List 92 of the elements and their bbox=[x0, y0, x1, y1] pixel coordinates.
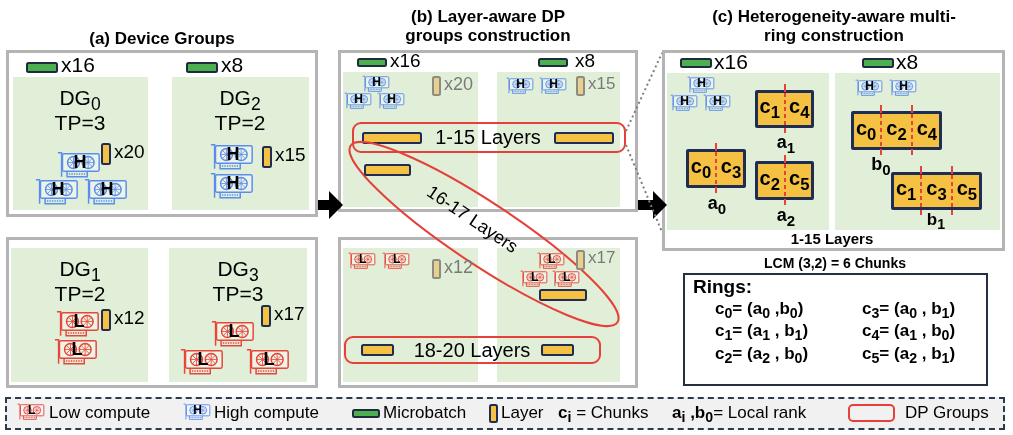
chunk-label: c$_{0}$ bbox=[855, 116, 877, 145]
group-panel bbox=[172, 77, 309, 210]
legend-label: DP Groups bbox=[905, 404, 989, 423]
card-letter: L bbox=[392, 252, 401, 266]
legend-label: Low compute bbox=[49, 404, 151, 423]
count-label: x8 bbox=[896, 50, 919, 74]
chunk-label: c$_{4}$ bbox=[789, 95, 810, 123]
card-letter: L bbox=[73, 311, 85, 332]
card-letter: H bbox=[100, 179, 114, 200]
count-label: x8 bbox=[221, 53, 244, 77]
chunk-label: c$_{5}$ bbox=[789, 166, 810, 195]
rank-label: b$_{1}$ bbox=[926, 211, 946, 233]
ring-formula: c$_{1}$= (a$_{1}$ , b$_{1}$) bbox=[715, 322, 809, 344]
chunk-label: c$_{2}$ bbox=[886, 116, 907, 145]
chunk-label: c$_{4}$ bbox=[916, 116, 937, 145]
dotted-line bbox=[625, 144, 663, 233]
card-letter: L bbox=[547, 252, 556, 266]
block-arrow bbox=[318, 191, 343, 219]
dp-group-outline bbox=[352, 122, 626, 153]
card-letter: H bbox=[549, 77, 558, 91]
dp-group-outline bbox=[344, 336, 601, 364]
card-letter: L bbox=[562, 270, 571, 284]
dotted-line bbox=[625, 52, 663, 132]
card-letter: L bbox=[358, 252, 367, 266]
count-label: x15 bbox=[588, 75, 616, 94]
card-letter: H bbox=[226, 144, 240, 165]
chunk-label: c$_{1}$ bbox=[759, 95, 780, 123]
lcm-note: LCM (3,2) = 6 Chunks bbox=[764, 256, 906, 272]
layer-range-label: 18-20 Layers bbox=[413, 339, 531, 361]
card-letter: H bbox=[354, 92, 363, 106]
rings-heading: Rings: bbox=[693, 277, 753, 298]
count-label: x8 bbox=[575, 51, 596, 72]
card-letter: H bbox=[899, 79, 908, 93]
panel-heading: (c) Heterogeneity-aware multi-ring construction bbox=[711, 8, 957, 46]
layer-range-label: 1-15 Layers bbox=[435, 126, 541, 148]
legend-label: Layer bbox=[501, 404, 544, 423]
card-letter: H bbox=[865, 79, 874, 93]
card-letter: H bbox=[713, 94, 722, 108]
panel-heading: (a) Device Groups bbox=[89, 30, 235, 49]
chunk-label: c$_{2}$ bbox=[759, 166, 780, 195]
count-label: x15 bbox=[275, 145, 306, 166]
panel-heading: (b) Layer-aware DP groups construction bbox=[404, 8, 572, 46]
count-label: x20 bbox=[114, 142, 145, 163]
card-letter: H bbox=[697, 76, 706, 90]
group-panel bbox=[835, 73, 1000, 230]
group-panel bbox=[667, 73, 829, 230]
ring-formula: c$_{2}$= (a$_{2}$ , b$_{0}$) bbox=[715, 345, 809, 367]
rank-label: a$_{0}$ bbox=[707, 194, 727, 218]
ring-formula: c$_{4}$= (a$_{1}$ , b$_{0}$) bbox=[862, 322, 956, 344]
legend-label: High compute bbox=[214, 404, 319, 423]
count-label: x17 bbox=[588, 249, 616, 268]
ring-formula: c$_{3}$= (a$_{0}$ , b$_{1}$) bbox=[862, 300, 956, 322]
count-label: x16 bbox=[390, 51, 421, 72]
card-letter: H bbox=[680, 94, 689, 108]
chunk-label: c$_{3}$ bbox=[926, 177, 947, 205]
rank-label: a$_{2}$ bbox=[776, 206, 796, 230]
card-letter: H bbox=[387, 92, 396, 106]
group-panel bbox=[169, 248, 307, 382]
card-letter: H bbox=[193, 403, 202, 417]
card-letter: H bbox=[51, 179, 65, 200]
card-letter: H bbox=[226, 173, 240, 194]
layer-range-label: 1-15 Layers bbox=[790, 231, 874, 248]
ring-formula: c$_{0}$= (a$_{0}$ ,b$_{0}$) bbox=[715, 300, 804, 322]
legend-label: Microbatch bbox=[383, 404, 467, 423]
card-letter: L bbox=[27, 403, 36, 417]
card-letter: L bbox=[197, 349, 209, 370]
count-label: x12 bbox=[444, 258, 474, 278]
count-label: x20 bbox=[444, 75, 474, 95]
count-label: x16 bbox=[714, 50, 748, 74]
legend-label: a$_{i}$ ,b$_{0}$= Local rank bbox=[672, 404, 807, 426]
card-letter: H bbox=[372, 75, 381, 89]
rank-label: a$_{1}$ bbox=[776, 133, 796, 157]
legend-label: c$_{i}$ = Chunks bbox=[558, 404, 649, 426]
block-arrow bbox=[638, 191, 667, 219]
card-letter: L bbox=[71, 339, 83, 360]
ring-formula: c$_{5}$= (a$_{2}$ , b$_{1}$) bbox=[862, 345, 956, 367]
chunk-label: c$_{5}$ bbox=[956, 177, 977, 205]
card-letter: H bbox=[73, 152, 87, 173]
card-letter: L bbox=[263, 349, 275, 370]
card-letter: L bbox=[530, 270, 539, 284]
group-panel bbox=[13, 77, 148, 210]
panel-frame bbox=[6, 237, 318, 388]
chunk-label: c$_{3}$ bbox=[720, 154, 742, 183]
chunk-label: c$_{1}$ bbox=[895, 177, 917, 205]
card-letter: H bbox=[516, 77, 525, 91]
count-label: x17 bbox=[274, 304, 305, 325]
rank-label: b$_{0}$ bbox=[871, 155, 891, 179]
count-label: x12 bbox=[114, 308, 145, 329]
chunk-label: c$_{0}$ bbox=[690, 154, 712, 183]
count-label: x16 bbox=[61, 53, 95, 77]
group-panel bbox=[11, 248, 148, 382]
card-letter: L bbox=[228, 321, 240, 342]
